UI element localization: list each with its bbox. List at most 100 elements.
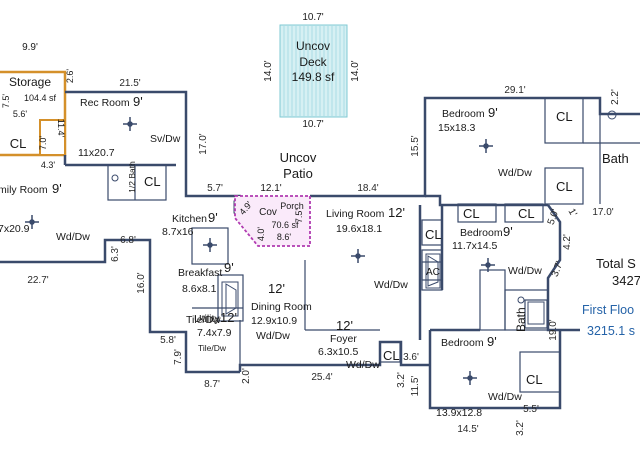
bedroom1-height: 9' bbox=[488, 105, 498, 120]
bedroom2-label: Bedroom bbox=[460, 227, 503, 239]
half-bath-closet: CL bbox=[144, 174, 161, 189]
rec-room-height: 9' bbox=[133, 94, 143, 109]
dim-7-9: 7.9' bbox=[173, 349, 184, 365]
deck-dim-top: 10.7' bbox=[302, 12, 323, 23]
kitchen-label: Kitchen bbox=[172, 213, 207, 225]
bedroom3-size: 13.9x12.8 bbox=[436, 407, 482, 419]
dim-18-4: 18.4' bbox=[357, 183, 378, 194]
foyer-height: 12' bbox=[336, 318, 353, 333]
storage-dim-right: 2.6' bbox=[65, 69, 75, 84]
storage-closet-label: CL bbox=[10, 136, 27, 151]
first-floor-label: First Floo bbox=[582, 303, 634, 317]
walls bbox=[0, 90, 640, 410]
porch-label: Porch bbox=[280, 201, 304, 211]
deck-label-1: Uncov bbox=[296, 39, 330, 53]
dim-3-6: 3.6' bbox=[403, 352, 419, 363]
bath2-label: Bath bbox=[514, 307, 528, 332]
rec-room-label: Rec Room bbox=[80, 97, 130, 109]
dim-8-7: 8.7' bbox=[204, 379, 220, 390]
utility-note: Tile/Dw bbox=[198, 343, 227, 353]
rec-room-size: 11x20.7 bbox=[78, 147, 115, 159]
cov-label: Cov bbox=[259, 207, 277, 218]
bedroom2-size: 11.7x14.5 bbox=[452, 240, 498, 252]
dim-19-0: 19.0' bbox=[548, 319, 559, 340]
breakfast-label: Breakfast bbox=[178, 267, 222, 279]
first-floor-value: 3215.1 s bbox=[587, 324, 635, 338]
dim-3-2b: 3.2' bbox=[515, 420, 526, 436]
breakfast-size: 8.6x8.1 bbox=[182, 283, 217, 295]
kitchen-size: 8.7x16 bbox=[162, 226, 194, 238]
dim-2-0: 2.0' bbox=[241, 368, 252, 384]
dim-14-5: 14.5' bbox=[457, 424, 478, 435]
dim-16-0: 16.0' bbox=[136, 272, 147, 293]
ceiling-fans bbox=[25, 117, 495, 385]
foyer-size: 6.3x10.5 bbox=[318, 346, 358, 358]
cov-porch: 12.1' 4.9' 4.0' 7.5' 8.6' Cov Porch 70.6… bbox=[234, 183, 311, 247]
utility-floor: Wd/Dw bbox=[256, 330, 290, 342]
deck-dim-left: 14.0' bbox=[263, 60, 274, 81]
dim-6-8: 6.8' bbox=[120, 235, 136, 246]
bedroom2-closet-c: CL bbox=[425, 227, 442, 242]
family-room-height: 9' bbox=[52, 181, 62, 196]
bedroom1-closet-b: CL bbox=[556, 179, 573, 194]
dim-5-5: 5.5' bbox=[523, 404, 539, 415]
dim-5-8: 5.8' bbox=[160, 335, 176, 346]
deck-label-2: Deck bbox=[299, 55, 327, 69]
living-room-label: Living Room bbox=[326, 208, 385, 220]
bedroom2-note: Wd/Dw bbox=[508, 265, 542, 277]
porch-area: 70.6 sf bbox=[271, 220, 299, 230]
dining-label: Dining Room bbox=[251, 301, 312, 313]
family-room-note: Wd/Dw bbox=[56, 231, 90, 243]
dining-size: 12.9x10.9 bbox=[251, 315, 297, 327]
living-room-note: Wd/Dw bbox=[374, 279, 408, 291]
dim-5-0: 5.0' bbox=[546, 208, 562, 227]
dim-3-7: 3.7' bbox=[550, 260, 566, 279]
bedroom3-note: Wd/Dw bbox=[488, 391, 522, 403]
bedroom1-closet-a: CL bbox=[556, 109, 573, 124]
deck-area: 149.8 sf bbox=[292, 70, 335, 84]
dim-1: 1' bbox=[566, 207, 579, 219]
foyer-closet: CL bbox=[383, 348, 400, 363]
storage-dim-top: 9.9' bbox=[22, 42, 38, 53]
storage-dim-v1: 7.0' bbox=[38, 136, 48, 151]
foyer-label: Foyer bbox=[330, 333, 357, 345]
breakfast-height: 9' bbox=[224, 260, 234, 275]
porch-dim-top: 12.1' bbox=[260, 183, 281, 194]
deck-dim-right: 14.0' bbox=[350, 60, 361, 81]
dimension-labels: 21.5' 17.0' 5.7' 18.4' 15.5' 29.1' 2.2' … bbox=[27, 78, 621, 436]
bedroom2-height: 9' bbox=[503, 224, 513, 239]
half-bath-label: 1/2 Bath bbox=[127, 161, 137, 193]
porch-dim-bottom: 8.6' bbox=[277, 232, 292, 242]
living-room-height: 12' bbox=[388, 205, 405, 220]
dim-17-0b: 17.0' bbox=[592, 207, 613, 218]
utility-height: 12' bbox=[220, 310, 237, 325]
family-room-label: mily Room bbox=[0, 184, 48, 196]
deck-dim-bottom: 10.7' bbox=[302, 119, 323, 130]
dining-height: 12' bbox=[268, 281, 285, 296]
bedroom1-note: Wd/Dw bbox=[498, 167, 532, 179]
bath1-label: Bath bbox=[602, 151, 629, 166]
rec-room-note: Sv/Dw bbox=[150, 133, 181, 145]
dim-5-7: 5.7' bbox=[207, 183, 223, 194]
storage-area: 104.4 sf bbox=[24, 93, 57, 103]
foyer-note: Wd/Dw bbox=[346, 359, 380, 371]
dim-17-0a: 17.0' bbox=[198, 133, 209, 154]
family-room-size: 7x20.9 bbox=[0, 223, 30, 235]
porch-dim-left2: 4.0' bbox=[256, 227, 266, 242]
dim-29-1: 29.1' bbox=[504, 85, 525, 96]
porch-dim-right: 7.5' bbox=[294, 209, 304, 224]
storage-dim-left: 7.5' bbox=[1, 94, 11, 109]
fixtures bbox=[111, 110, 617, 325]
storage-label: Storage bbox=[9, 75, 51, 89]
ac-label: AC bbox=[426, 267, 440, 278]
bedroom3-label: Bedroom bbox=[441, 337, 484, 349]
dim-15-5: 15.5' bbox=[410, 135, 421, 156]
dim-2-2: 2.2' bbox=[610, 89, 621, 105]
dim-22-7: 22.7' bbox=[27, 275, 48, 286]
total-value: 3427 bbox=[612, 273, 640, 288]
dim-21-5: 21.5' bbox=[119, 78, 140, 89]
bedroom2-closet-a: CL bbox=[463, 206, 480, 221]
dim-4-2: 4.2' bbox=[562, 234, 573, 250]
bedroom1-size: 15x18.3 bbox=[438, 122, 476, 134]
